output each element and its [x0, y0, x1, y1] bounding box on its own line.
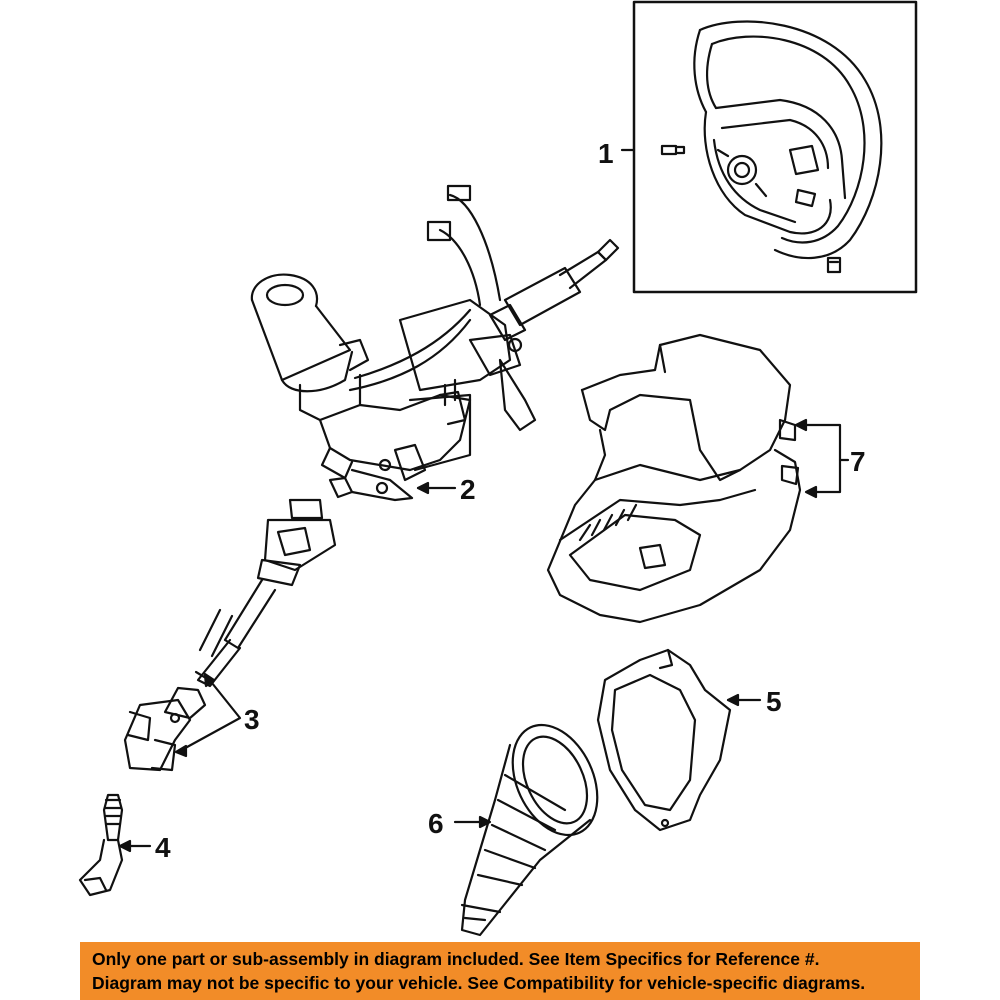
- bellows-boot: [460, 723, 599, 937]
- callout-number-4: 4: [155, 832, 171, 863]
- callout-arrow-7a: [794, 418, 808, 432]
- callout-number-1: 1: [598, 138, 614, 169]
- callout-number-3: 3: [244, 704, 260, 735]
- steering-column-assembly: [250, 184, 620, 502]
- column-cover: [546, 333, 802, 624]
- lower-shaft: [78, 793, 124, 897]
- wheel-bolt-upper: [660, 144, 686, 156]
- universal-joint: [123, 686, 207, 772]
- callout-arrow-6: [478, 815, 492, 829]
- callout-number-5: 5: [766, 686, 782, 717]
- steering-wheel-inset-box: [632, 0, 918, 294]
- intermediate-shaft: [194, 498, 337, 688]
- callout-arrow-4: [118, 839, 132, 853]
- callout-number-2: 2: [460, 474, 476, 505]
- disclaimer-banner: Only one part or sub-assembly in diagram…: [80, 942, 920, 1000]
- disclaimer-line-2: Diagram may not be specific to your vehi…: [92, 973, 866, 993]
- wheel-bolt-lower: [826, 256, 842, 274]
- steering-wheel: [693, 20, 883, 260]
- callout-arrow-3b: [174, 744, 188, 758]
- callout-arrow-5: [726, 693, 740, 707]
- callout-number-7: 7: [850, 446, 866, 477]
- callout-leader-7: [798, 423, 842, 494]
- callout-leader-3: [176, 676, 242, 754]
- steering-column-diagram: [78, 0, 918, 937]
- callout-arrow-7b: [804, 485, 818, 499]
- disclaimer-line-1: Only one part or sub-assembly in diagram…: [92, 949, 820, 969]
- callout-number-6: 6: [428, 808, 444, 839]
- callout-arrow-2: [416, 481, 430, 495]
- column-boot-shield: [596, 648, 732, 832]
- callout-arrow-3a: [203, 672, 216, 688]
